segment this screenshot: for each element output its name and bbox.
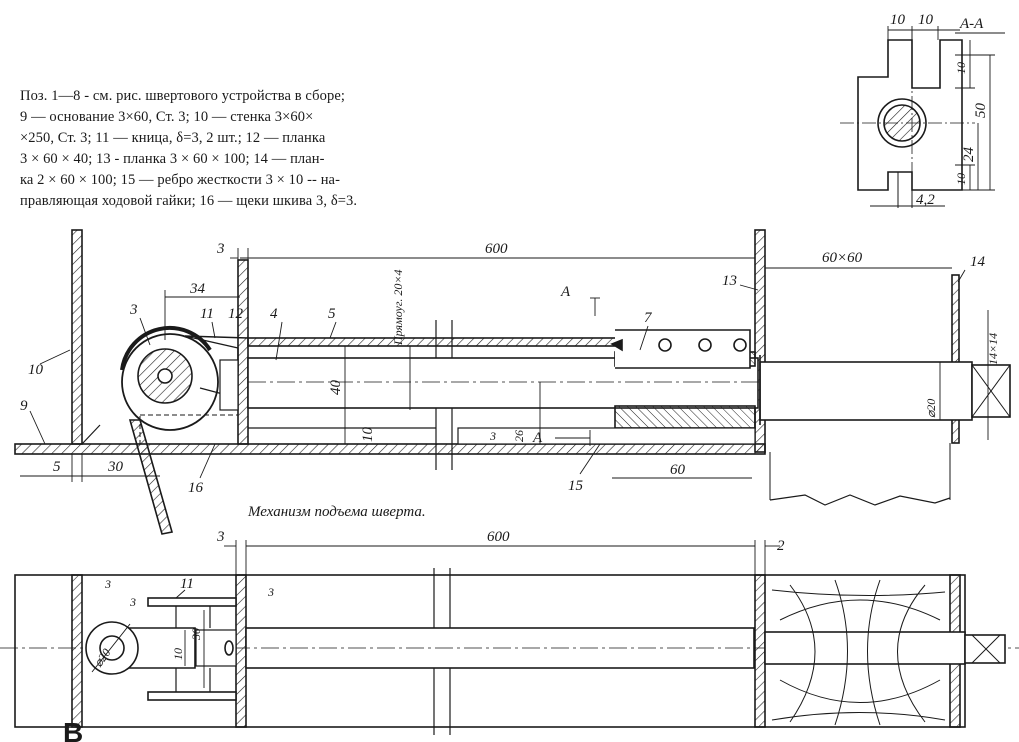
- side-section-mark-a2: А: [532, 430, 543, 446]
- plan-weld-3a: 3: [104, 577, 111, 591]
- side-dim-10: 10: [360, 427, 376, 443]
- footer-fragment: В: [63, 717, 83, 742]
- side-dim-26: 26: [512, 430, 526, 442]
- section-a-a: А-А: [840, 16, 1005, 208]
- side-dim-14x14: 14×14: [986, 333, 1000, 365]
- section-dim-slot: 4,2: [916, 192, 935, 208]
- side-dim-rect: Прямоуг. 20×4: [391, 270, 405, 346]
- plan-dimension-lines: [91, 540, 780, 688]
- section-title: А-А: [959, 16, 984, 32]
- section-dim-notch-top: 10: [954, 62, 968, 74]
- side-dim-3: 3: [216, 241, 225, 257]
- side-dim-weld: 3: [489, 429, 496, 443]
- side-dim-34: 34: [189, 281, 206, 297]
- part-label-15: 15: [568, 478, 584, 494]
- part-label-3: 3: [129, 302, 138, 318]
- side-dim-60x60: 60×60: [822, 250, 863, 266]
- caption-line: ка 2 × 60 × 100; 15 — ребро жесткости 3 …: [20, 172, 341, 188]
- side-section-mark-a1: А: [560, 284, 571, 300]
- side-dim-600: 600: [485, 241, 508, 257]
- side-view: [14, 229, 1011, 535]
- caption-line: 3 × 60 × 40; 13 - планка 3 × 60 × 100; 1…: [20, 151, 325, 167]
- part-label-4: 4: [270, 306, 278, 322]
- caption-line: Поз. 1—8 - см. рис. швертового устройств…: [20, 88, 345, 104]
- plan-weld-3b: 3: [129, 595, 136, 609]
- caption: Поз. 1—8 - см. рис. швертового устройств…: [20, 86, 520, 212]
- side-dimension-lines: [20, 248, 989, 482]
- plan-dim-10: 10: [171, 648, 185, 660]
- plan-dim-2: 2: [777, 538, 785, 554]
- caption-line: ×250, Ст. 3; 11 — кница, δ=3, 2 шт.; 12 …: [20, 130, 326, 146]
- part-label-9: 9: [20, 398, 28, 414]
- side-dim-5: 5: [53, 459, 61, 475]
- plan-dim-3: 3: [216, 529, 225, 545]
- section-dim-lower: 24: [961, 147, 977, 163]
- section-dim-top-right: 10: [918, 12, 934, 28]
- side-dim-d20: ⌀20: [924, 399, 938, 418]
- part-label-13: 13: [722, 273, 737, 289]
- plan-view: [0, 568, 1019, 735]
- side-view-title: Механизм подъема шверта.: [247, 504, 426, 520]
- caption-line: правляющая ходовой гайки; 16 — щеки шкив…: [20, 193, 358, 209]
- part-label-5: 5: [328, 306, 336, 322]
- part-label-14: 14: [970, 254, 986, 270]
- section-dim-top-left: 10: [890, 12, 906, 28]
- side-dim-30: 30: [107, 459, 124, 475]
- section-dim-notch-bottom: 10: [954, 173, 968, 185]
- caption-line: 9 — основание 3×60, Ст. 3; 10 — стенка 3…: [20, 109, 314, 125]
- part-label-11: 11: [200, 306, 214, 322]
- plan-part-label-11: 11: [180, 576, 194, 592]
- side-dim-60: 60: [670, 462, 686, 478]
- side-dim-40: 40: [328, 380, 344, 396]
- part-label-16: 16: [188, 480, 204, 496]
- section-dim-total: 50: [973, 103, 989, 119]
- plan-weld-3c: 3: [267, 585, 274, 599]
- part-label-10: 10: [28, 362, 44, 378]
- plan-dim-600: 600: [487, 529, 510, 545]
- part-label-7: 7: [644, 310, 653, 326]
- part-label-12: 12: [228, 306, 244, 322]
- plan-dim-30: 30: [189, 628, 203, 641]
